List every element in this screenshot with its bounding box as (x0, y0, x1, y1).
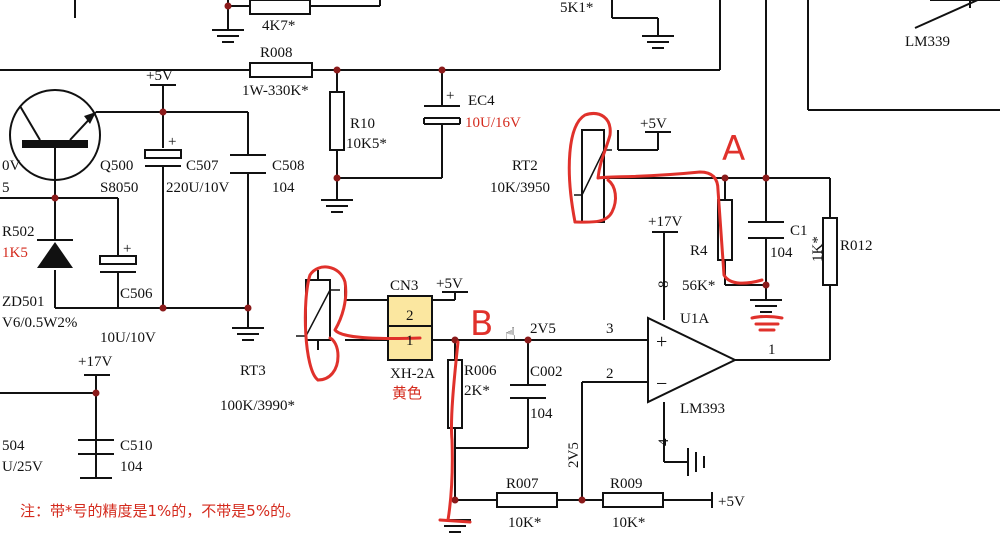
resistor-r012 (822, 217, 838, 286)
label-r502-value: 1K5 (2, 245, 28, 261)
label-s8050: S8050 (100, 180, 138, 196)
hand-cursor-icon: ☝ (505, 324, 516, 345)
resistor-r008 (249, 62, 313, 78)
label-ec4: EC4 (468, 93, 495, 109)
label-q500: Q500 (100, 158, 133, 174)
label-pin3: 3 (606, 321, 614, 337)
label-c507-value: 220U/10V (166, 180, 230, 196)
label-plus5v-d: +5V (718, 494, 745, 510)
svg-text:+: + (656, 331, 667, 353)
hand-label-a: A (722, 129, 745, 169)
label-r006: R006 (464, 363, 497, 379)
connector-cn3 (387, 295, 433, 361)
label-yellow: 黄色 (392, 384, 422, 402)
label-c508: C508 (272, 158, 305, 174)
label-plus17v-a: +17V (648, 214, 682, 230)
junctions (51, 2, 770, 504)
opamp-u1a: + − (647, 316, 738, 404)
label-q500-5: 5 (2, 180, 10, 196)
label-c1-value: 104 (770, 245, 793, 261)
label-r10: R10 (350, 116, 375, 132)
precision-note: 注：带*号的精度是1%的，不带是5%的。 (20, 502, 300, 520)
label-lm339: LM339 (905, 34, 950, 50)
label-r502: R502 (2, 224, 35, 240)
thermistor-rt3 (296, 279, 340, 341)
opamp-lm339-fragment (914, 0, 1000, 29)
label-r012-value: 1K* (810, 236, 826, 262)
label-pin8: 8 (656, 281, 672, 289)
label-rt2-value: 10K/3950 (490, 180, 550, 196)
label-r4-value: 56K* (682, 278, 715, 294)
label-u1a: U1A (680, 311, 709, 327)
capacitor-c508 (230, 154, 266, 174)
label-5k1: 5K1* (560, 0, 593, 16)
label-r007: R007 (506, 476, 539, 492)
label-plus17v-b: +17V (78, 354, 112, 370)
label-lm393: LM393 (680, 401, 725, 417)
capacitor-ec4: + (423, 88, 461, 125)
label-c510: C510 (120, 438, 153, 454)
ground-symbols (80, 29, 782, 533)
resistor-r007 (496, 492, 558, 508)
wires (0, 0, 1000, 501)
label-ec4-value: 10U/16V (465, 115, 521, 131)
label-xh2a: XH-2A (390, 366, 435, 382)
capacitor-c506: + (99, 241, 137, 273)
label-plus5v-c: +5V (436, 276, 463, 292)
label-plus5v-b: +5V (640, 116, 667, 132)
label-4k7: 4K7* (262, 18, 295, 34)
svg-text:+: + (123, 241, 131, 257)
label-r012: R012 (840, 238, 873, 254)
capacitor-c002 (510, 384, 546, 399)
resistor-r009 (602, 492, 664, 508)
label-c506-value: 10U/10V (100, 330, 156, 346)
svg-text:+: + (446, 88, 454, 104)
capacitor-c1 (748, 221, 784, 239)
label-r006-value: 2K* (464, 383, 490, 399)
transistor-q500 (9, 89, 101, 181)
capacitor-c510 (78, 439, 114, 455)
label-r007-value: 10K* (508, 515, 541, 531)
label-rt3: RT3 (240, 363, 266, 379)
capacitor-c507: + (144, 134, 182, 167)
label-pin1: 1 (768, 342, 776, 358)
label-plus5v-a: +5V (146, 68, 173, 84)
label-rt3-value: 100K/3990* (220, 398, 295, 414)
label-q500-0v: 0V (2, 158, 21, 174)
label-r4: R4 (690, 243, 708, 259)
label-pin4: 4 (656, 438, 672, 446)
label-net-2v5: 2V5 (530, 321, 556, 337)
svg-text:−: − (656, 373, 667, 395)
label-c504: 504 (2, 438, 25, 454)
zener-zd501 (37, 239, 73, 268)
svg-text:+: + (168, 134, 176, 150)
label-c510-value: 104 (120, 459, 143, 475)
hand-label-b: B (470, 304, 493, 344)
label-c506: C506 (120, 286, 153, 302)
label-zd501-value: V6/0.5W2% (2, 315, 77, 331)
label-c1: C1 (790, 223, 808, 239)
label-c508-value: 104 (272, 180, 295, 196)
label-r009-value: 10K* (612, 515, 645, 531)
power-rails (84, 84, 713, 508)
label-r10-value: 10K5* (346, 136, 387, 152)
label-pin2: 2 (606, 366, 614, 382)
label-rt2: RT2 (512, 158, 538, 174)
label-r008-value: 1W-330K* (242, 83, 309, 99)
label-c002-value: 104 (530, 406, 553, 422)
label-cn3: CN3 (390, 278, 418, 294)
resistor-r10 (329, 91, 345, 151)
label-r008: R008 (260, 45, 293, 61)
label-net-2v5-vertical: 2V5 (566, 442, 582, 468)
label-c504-value: U/25V (2, 459, 43, 475)
label-cn3-pin2: 2 (406, 308, 414, 324)
label-r009: R009 (610, 476, 643, 492)
label-zd501: ZD501 (2, 294, 45, 310)
label-c507: C507 (186, 158, 219, 174)
label-cn3-pin1: 1 (406, 333, 414, 349)
resistor-4k7 (249, 0, 311, 15)
label-c002: C002 (530, 364, 563, 380)
hand-annotations (303, 112, 784, 524)
